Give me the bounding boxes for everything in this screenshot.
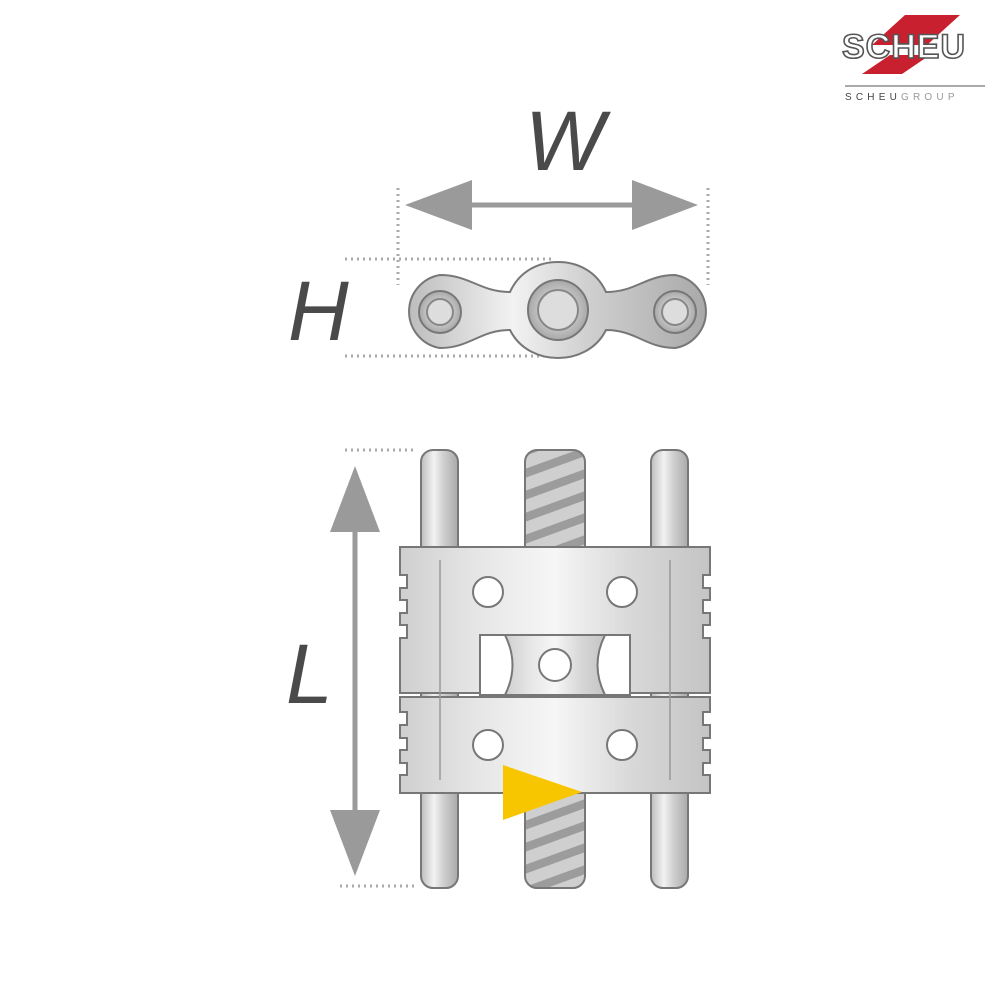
key-hole — [538, 648, 572, 682]
screw-side-view — [399, 449, 711, 889]
arrow-left-icon — [405, 180, 472, 230]
height-dimension: H — [288, 257, 555, 358]
arrow-up-icon — [330, 466, 380, 532]
height-label: H — [288, 264, 349, 358]
scheu-logo: SCHEU SCHEUGROUP — [841, 15, 985, 103]
arrow-right-icon — [632, 180, 698, 230]
width-label: W — [525, 94, 611, 188]
logo-brand: SCHEU — [842, 28, 966, 66]
logo-stripe-upper — [872, 15, 960, 45]
width-dimension: W — [396, 94, 710, 285]
arrow-down-icon — [330, 810, 380, 876]
length-label: L — [286, 627, 333, 721]
logo-group-text: SCHEUGROUP — [845, 92, 959, 103]
body-lower — [399, 696, 711, 794]
screw-top-view — [408, 260, 707, 360]
logo-stripe-lower — [862, 55, 930, 74]
direction-arrow-icon — [503, 765, 582, 820]
length-dimension: L — [286, 448, 415, 888]
